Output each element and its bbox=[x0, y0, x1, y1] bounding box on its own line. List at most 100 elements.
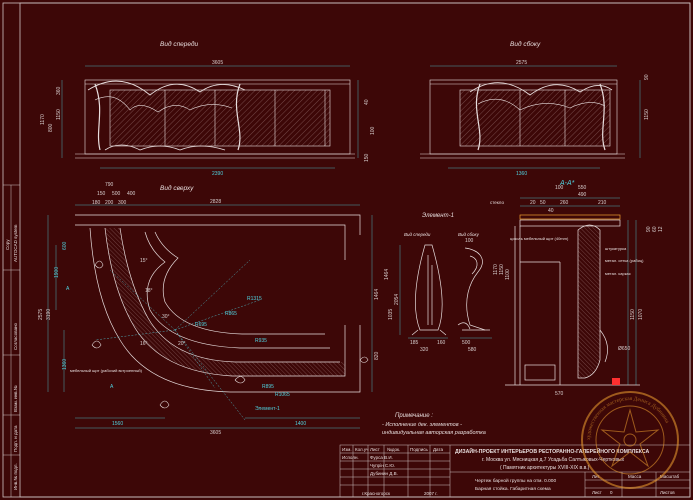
section-dim-50: 50 bbox=[540, 200, 546, 206]
stamp-year: 2007 г. bbox=[424, 491, 438, 496]
note-metal-frame: метал. сетка (рабиц) bbox=[605, 258, 644, 263]
section-dim-20: 20 bbox=[530, 200, 536, 206]
element-dim-185: 185 bbox=[410, 340, 419, 346]
top-element-ref: Элемент-1 bbox=[255, 406, 280, 412]
left-note: мебельный щит (рабочий встроенный) bbox=[70, 368, 143, 373]
stamp-name-2: Чупрін С.Ю. bbox=[370, 463, 395, 468]
element-dimlines bbox=[399, 245, 492, 339]
side-view bbox=[420, 79, 625, 159]
strip-sign-label: Подп. и дата bbox=[13, 425, 18, 452]
top-dim-200: 200 bbox=[105, 200, 114, 206]
element-side-label: Вид сбоку bbox=[458, 232, 480, 237]
stamp-h-ndok: №док. bbox=[387, 447, 400, 452]
side-dim-top: 2575 bbox=[516, 60, 527, 66]
top-dim-left2: 2575 bbox=[38, 309, 44, 320]
top-angle-15: 15° bbox=[140, 258, 148, 264]
top-dim-right1: 1464 bbox=[374, 289, 380, 300]
front-dim-h5: 40 bbox=[364, 99, 370, 105]
section-dim-60: 60 bbox=[652, 226, 658, 232]
section-dim-1070: 1070 bbox=[638, 309, 644, 320]
note-shield: цоколь мебельный щит (40mm) bbox=[510, 236, 569, 241]
front-view-dims bbox=[61, 65, 359, 169]
front-dim-h2: 800 bbox=[48, 123, 54, 132]
section-dim-12: 12 bbox=[658, 226, 664, 232]
stamp-sheet-title-1: Чертеж барной группы на отм. 0.000 bbox=[475, 477, 556, 484]
stamp-h-list: Лист bbox=[370, 447, 380, 452]
top-angle-30: 30° bbox=[162, 314, 170, 320]
stamp-name-1: Фурса В.И. bbox=[370, 455, 393, 460]
top-cut-label-1: A bbox=[66, 286, 70, 292]
stamp-h-sheet: Лист bbox=[592, 490, 602, 495]
front-dim-top: 3605 bbox=[212, 60, 223, 66]
strip-replace-label: Взам. инв.№ bbox=[13, 385, 18, 412]
top-dim-left4: 1360 bbox=[62, 359, 68, 370]
top-view-title: Вид сверху bbox=[160, 184, 194, 192]
element-dim-1100: 1100 bbox=[505, 269, 511, 280]
top-r695: R695 bbox=[195, 322, 207, 328]
stamp-title-1: ДИЗАЙН-ПРОЕКТ ИНТЕРЬЕРОВ РЕСТОРАННО-ГАЛЕ… bbox=[455, 447, 649, 455]
side-view-title: Вид сбоку bbox=[510, 40, 541, 48]
stamp-role-1: Исполн. bbox=[342, 455, 359, 460]
note-line-1: - Исполнение дек. элементов - bbox=[382, 422, 462, 428]
top-dim-bottom1: 1560 bbox=[112, 421, 123, 427]
stamp-sheet-no: 0 bbox=[610, 490, 613, 495]
side-dim-h1: 1150 bbox=[644, 109, 650, 120]
side-dim-h2: 90 bbox=[644, 74, 650, 80]
note-glass: стекло bbox=[490, 200, 504, 205]
strip-autocad-label: AUTOCAD system bbox=[13, 224, 18, 262]
top-dim-600: 600 bbox=[62, 241, 68, 250]
top-dim-left1: 1900 bbox=[54, 267, 60, 278]
note-plaster: штукатурка bbox=[605, 246, 627, 251]
top-dim-790: 790 bbox=[105, 182, 114, 188]
section-dimlines bbox=[520, 197, 637, 385]
element-dim-2054: 2054 bbox=[394, 294, 400, 305]
stamp-h-kol: Кол.уч bbox=[355, 447, 369, 452]
front-view bbox=[75, 79, 355, 159]
section-dim-490: 490 bbox=[578, 192, 587, 198]
stamp-h-sheets: Листов bbox=[660, 490, 675, 495]
top-view-radii bbox=[94, 259, 261, 421]
stamp-h-lit: Лит. bbox=[592, 474, 600, 479]
element-dim-1170: 1170 bbox=[493, 264, 499, 275]
stamp-name-3: Дубинин Д.В. bbox=[370, 471, 398, 476]
top-view-decor bbox=[91, 260, 369, 409]
top-angle-18: 18° bbox=[145, 288, 153, 294]
section-dim-260: 260 bbox=[560, 200, 569, 206]
strip-agreed-label: Согласовано bbox=[13, 322, 18, 350]
element-dim-580: 580 bbox=[468, 347, 477, 353]
section-dim-650: Ø650 bbox=[618, 346, 630, 352]
element-dim-160: 160 bbox=[437, 340, 446, 346]
top-dim-bottom2: 3605 bbox=[210, 430, 221, 436]
section-dim-90: 90 bbox=[646, 226, 652, 232]
stamp-title-2: г. Москва ул. Мясницкая д.7 Усадьба Салт… bbox=[482, 457, 625, 463]
top-dim-right2: 820 bbox=[374, 351, 380, 360]
element-1-drawing bbox=[411, 244, 490, 336]
note-line-2: индивидуальная авторская разработка bbox=[382, 430, 486, 436]
section-drawing bbox=[505, 214, 640, 386]
top-cut-label-2: A bbox=[110, 384, 114, 390]
stamp-h-podp: Подпись bbox=[410, 447, 428, 452]
section-dim-550: 550 bbox=[578, 185, 587, 191]
section-title: А-А* bbox=[559, 180, 575, 187]
studio-seal: художественная мастерская Дениса Дубинин… bbox=[581, 391, 679, 489]
element-dim-500: 500 bbox=[462, 340, 471, 346]
section-dim-100: 100 bbox=[555, 185, 564, 191]
top-dim-180: 180 bbox=[92, 200, 101, 206]
strip-inv-label: Инв.№ подл. bbox=[13, 463, 18, 490]
section-dim-210: 210 bbox=[598, 200, 607, 206]
element-dim-1035: 1035 bbox=[388, 309, 394, 320]
stamp-h-masht: Масштаб bbox=[660, 474, 680, 479]
stamp-h-izm: Изм. bbox=[342, 447, 352, 452]
front-dim-h1: 1170 bbox=[40, 114, 46, 125]
stamp-h-data: Дата bbox=[433, 447, 443, 452]
top-dim-overall: 2828 bbox=[210, 199, 221, 205]
side-view-dims bbox=[430, 65, 641, 169]
top-view-dimlines bbox=[47, 204, 373, 429]
section-dim-570: 570 bbox=[555, 391, 564, 397]
top-dim-150: 150 bbox=[97, 191, 106, 197]
top-dim-left3: 3190 bbox=[46, 309, 52, 320]
section-dim-40: 40 bbox=[548, 208, 554, 214]
side-strip bbox=[3, 184, 20, 497]
side-dim-bottom: 1360 bbox=[516, 171, 527, 177]
